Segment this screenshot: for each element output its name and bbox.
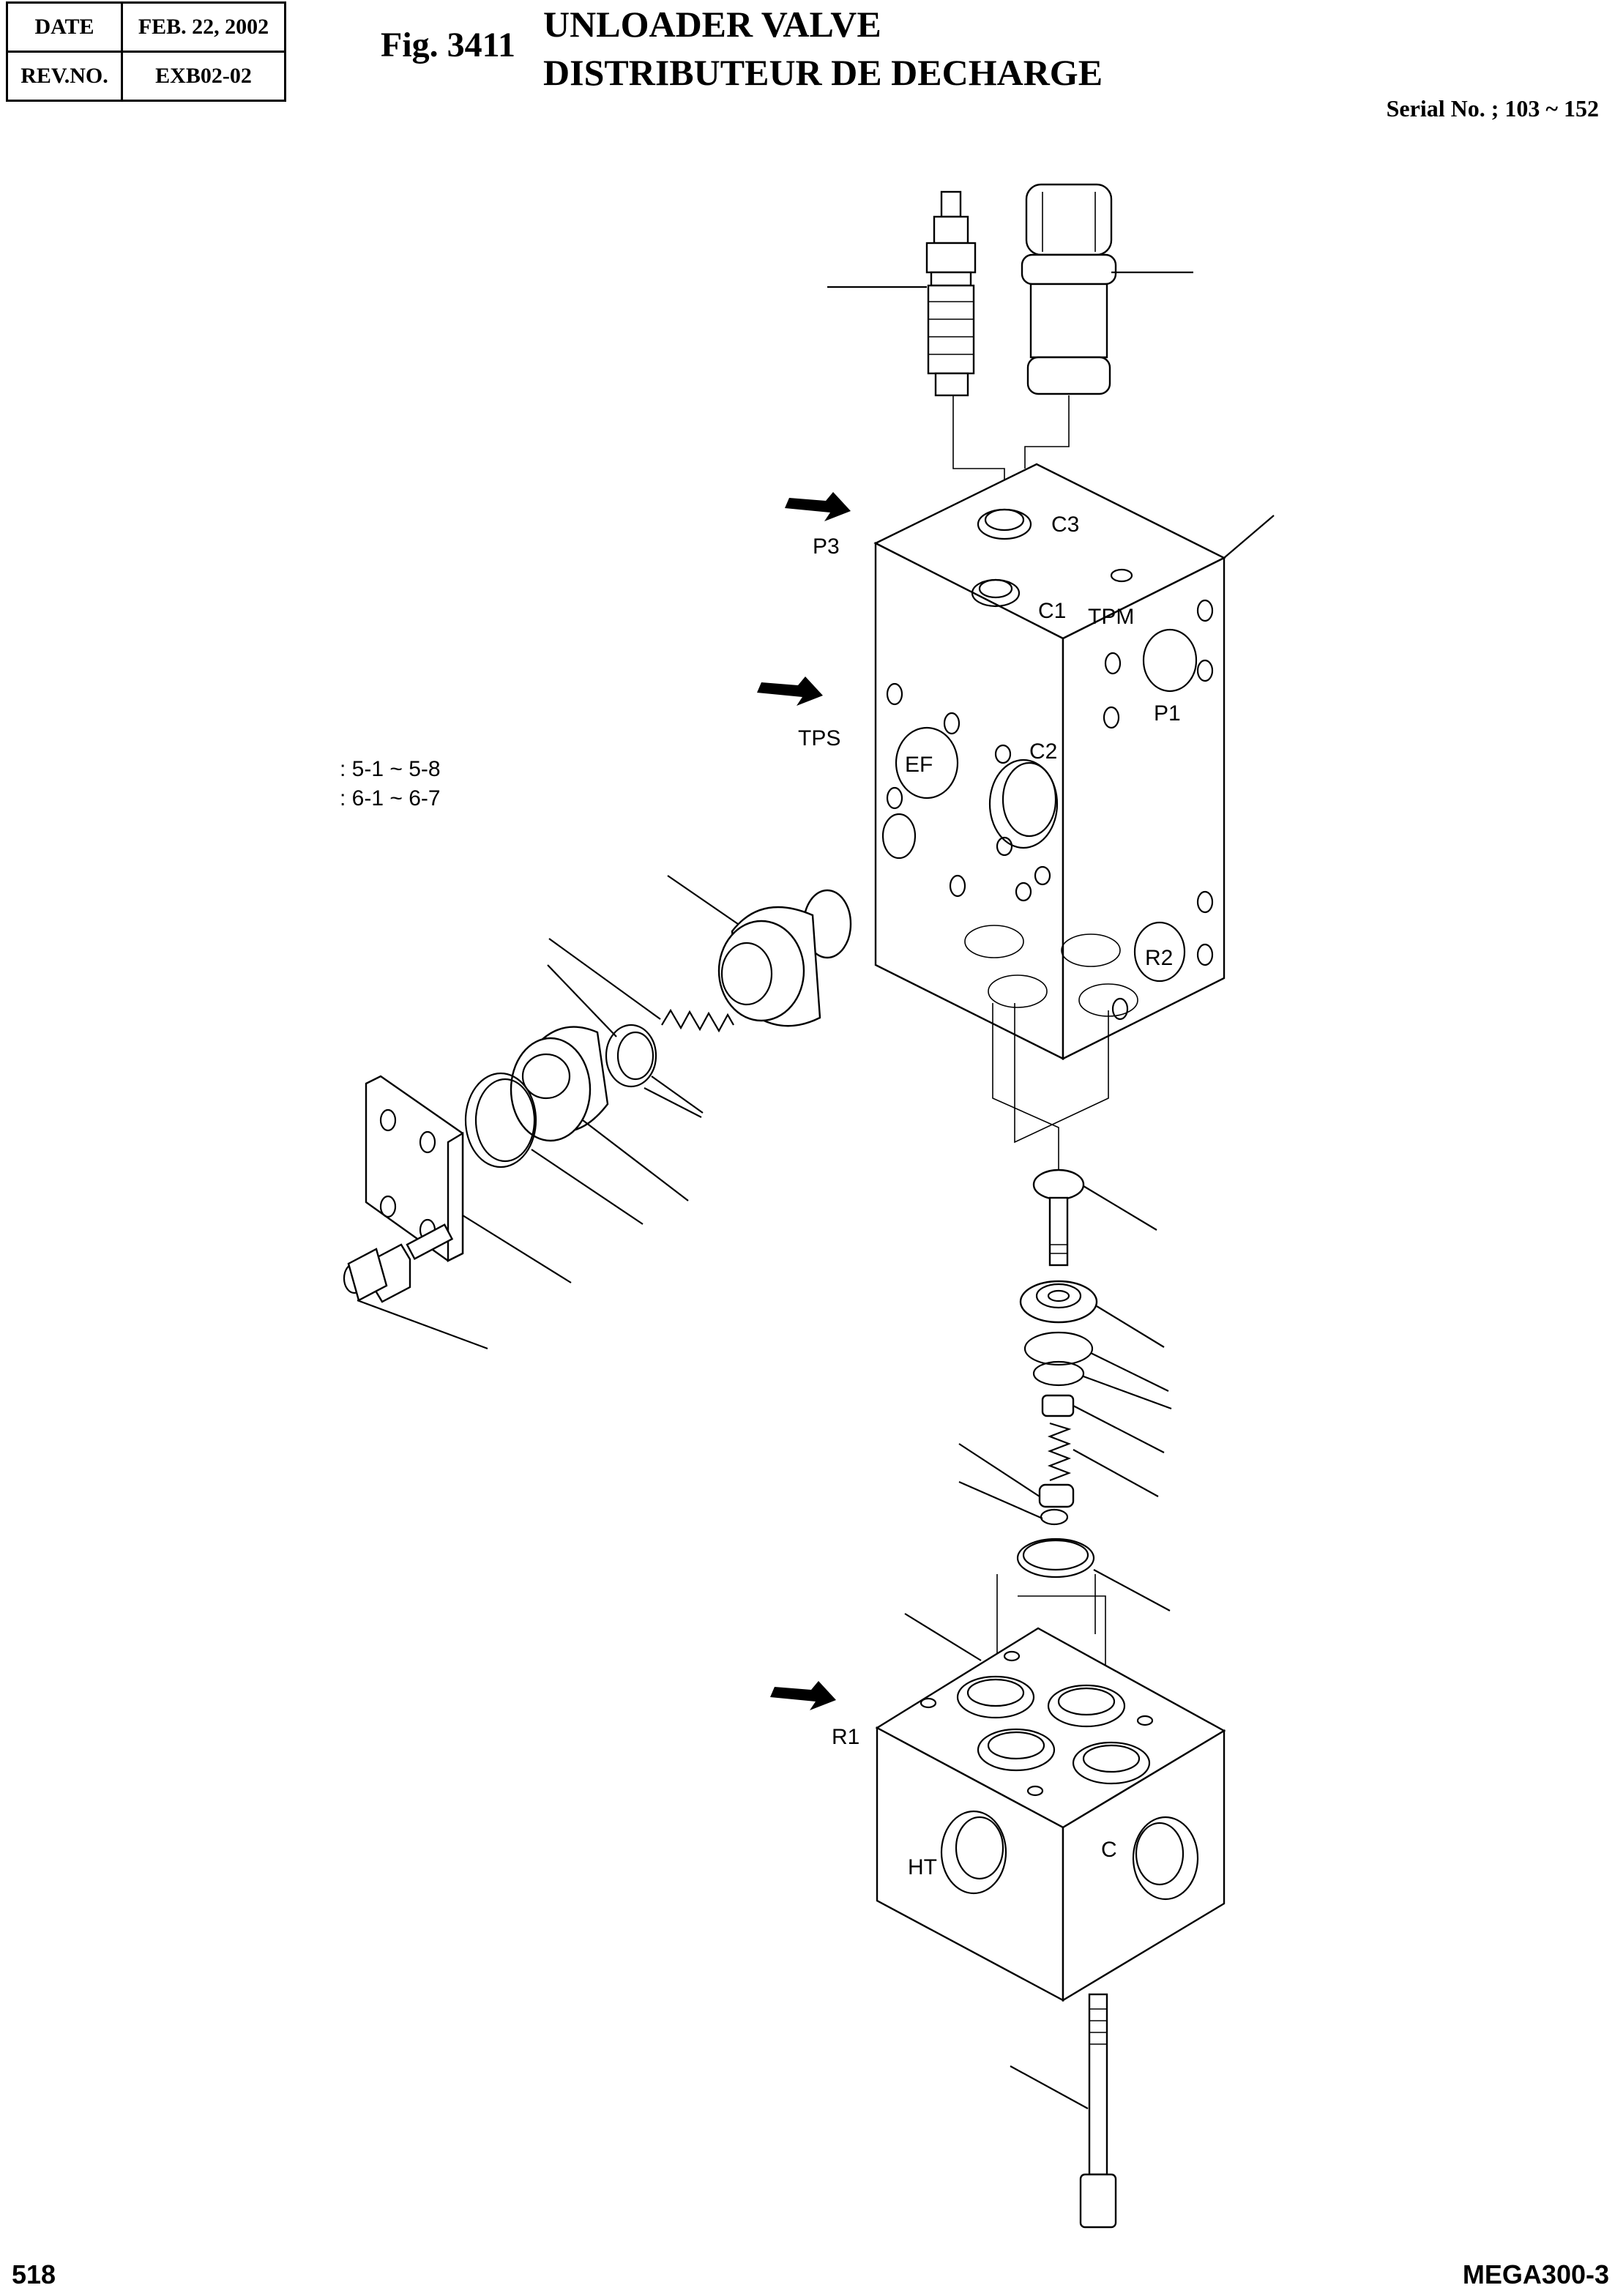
lower-valve-block	[875, 1613, 1226, 2002]
o-ring-lower-stack	[1016, 1538, 1095, 1578]
label-c2: C2	[1029, 739, 1057, 764]
lower-plug	[958, 1443, 1075, 1526]
arrow-r1	[770, 1681, 836, 1710]
note-range-1: : 5-1 ~ 5-8	[340, 757, 441, 781]
main-cartridge	[1021, 183, 1193, 395]
title-french: DISTRIBUTEUR DE DECHARGE	[543, 52, 1103, 93]
label-p1: P1	[1154, 701, 1181, 726]
serial-range: Serial No. ; 103 ~ 152	[1386, 95, 1599, 122]
long-bolt	[1010, 1993, 1117, 2229]
label-ef: EF	[905, 753, 933, 777]
seat-plug	[1019, 1280, 1165, 1348]
label-c3: C3	[1051, 512, 1079, 537]
note-range-2: : 6-1 ~ 6-7	[340, 786, 441, 810]
end-plug-assembly	[667, 875, 852, 1027]
label-r1: R1	[832, 1725, 859, 1749]
date-value: FEB. 22, 2002	[121, 1, 286, 53]
model-name: MEGA300-3	[1462, 2259, 1609, 2289]
snap-ring	[547, 964, 704, 1118]
arrow-p3	[785, 492, 851, 521]
cap-screw	[343, 1223, 488, 1350]
page-number: 518	[12, 2259, 56, 2289]
revision-table: DATE FEB. 22, 2002 REV.NO. EXB02-02	[6, 1, 286, 102]
backup-ring-stack	[1032, 1360, 1085, 1387]
arrow-tps	[757, 676, 823, 706]
label-ht: HT	[908, 1855, 937, 1879]
title-english: UNLOADER VALVE	[543, 4, 881, 45]
cover-plate	[365, 1075, 572, 1283]
spring-guide	[1041, 1394, 1165, 1453]
rev-label: REV.NO.	[6, 51, 123, 102]
label-tps: TPS	[798, 726, 840, 750]
label-c1: C1	[1038, 599, 1066, 623]
label-tpm: TPM	[1088, 605, 1134, 629]
main-valve-block	[873, 463, 1275, 1060]
pilot-cartridge	[827, 190, 977, 397]
date-label: DATE	[6, 1, 123, 53]
o-ring-large	[464, 1072, 644, 1225]
figure-number: Fig. 3411	[381, 26, 516, 64]
spring	[548, 938, 734, 1033]
label-c: C	[1101, 1838, 1117, 1862]
label-p3: P3	[813, 534, 840, 559]
label-r2: R2	[1145, 946, 1173, 970]
rev-value: EXB02-02	[121, 51, 286, 102]
inner-spring	[1047, 1422, 1159, 1497]
piston	[510, 1026, 689, 1201]
poppet	[1032, 1168, 1157, 1267]
o-ring-upper-stack	[1023, 1331, 1094, 1366]
